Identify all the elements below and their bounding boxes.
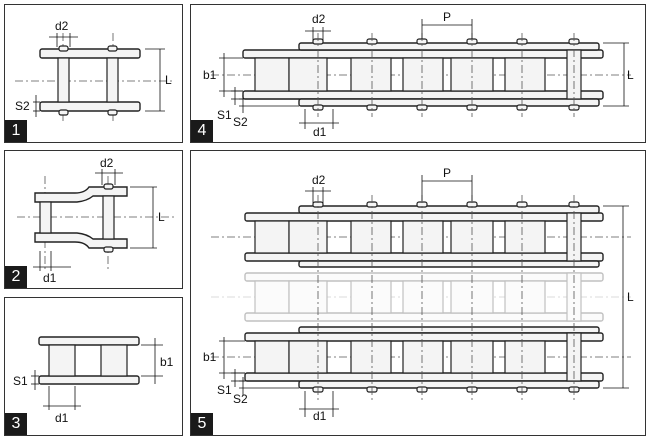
label-d1: d1 xyxy=(313,409,327,423)
label-S2: S2 xyxy=(15,99,30,113)
panel-5: d2 P L b1 S1 S2 d1 5 xyxy=(190,150,646,436)
label-b1: b1 xyxy=(160,355,174,369)
panel-2: d2 L d1 2 xyxy=(4,150,183,289)
panel-4: d2 P L b1 S1 S2 d1 4 xyxy=(190,4,646,143)
chain-diagram-multiplex: d2 P L b1 S1 S2 d1 xyxy=(203,166,634,423)
label-b1: b1 xyxy=(203,68,217,82)
label-L: L xyxy=(627,68,634,82)
label-S1: S1 xyxy=(13,374,28,388)
panel-number-badge: 5 xyxy=(191,413,213,435)
label-d2: d2 xyxy=(312,12,326,26)
strand-middle xyxy=(211,272,631,322)
label-S1: S1 xyxy=(217,383,232,397)
label-L: L xyxy=(627,290,634,304)
label-b1: b1 xyxy=(203,350,217,364)
strand-top xyxy=(211,201,631,268)
label-d1: d1 xyxy=(313,125,327,139)
label-L: L xyxy=(158,210,165,224)
panel-number-badge: 1 xyxy=(5,120,27,142)
label-d1: d1 xyxy=(43,271,57,285)
label-d2: d2 xyxy=(312,173,326,187)
panel-3: b1 S1 d1 3 xyxy=(4,297,183,436)
chain-diagram-simplex: d2 P L b1 S1 S2 d1 xyxy=(203,10,634,139)
label-S1: S1 xyxy=(217,108,232,122)
panel-number-badge: 3 xyxy=(5,413,27,435)
label-S2: S2 xyxy=(233,115,248,129)
label-L: L xyxy=(165,73,172,87)
chain-diagram-offset-link: d2 L d1 xyxy=(17,156,175,285)
panel-number-badge: 4 xyxy=(191,120,213,142)
panel-number-badge: 2 xyxy=(5,266,27,288)
chain-diagram-single-link: d2 L S2 xyxy=(15,19,175,123)
label-d2: d2 xyxy=(55,19,69,33)
strand-bottom xyxy=(211,326,631,393)
label-S2: S2 xyxy=(233,392,248,406)
chain-diagram-roller-link: b1 S1 d1 xyxy=(13,336,174,425)
label-P: P xyxy=(443,10,451,24)
label-P: P xyxy=(443,166,451,180)
label-d2: d2 xyxy=(100,156,114,170)
label-d1: d1 xyxy=(55,411,69,425)
panel-1: d2 L S2 1 xyxy=(4,4,183,143)
